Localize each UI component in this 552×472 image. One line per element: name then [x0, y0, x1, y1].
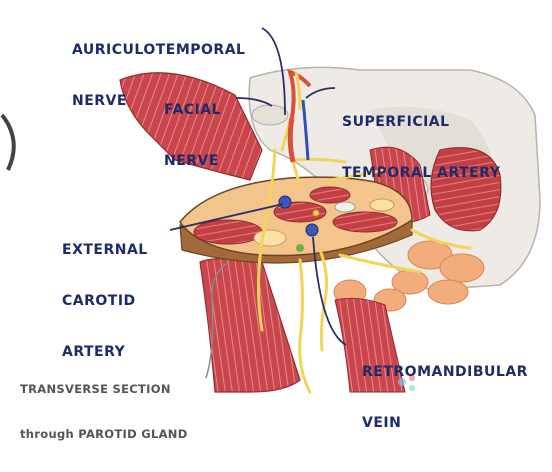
section-nerve-dot [313, 210, 319, 216]
label-transverse-section: TRANSVERSE SECTION through PAROTID GLAND [20, 352, 188, 472]
label-line: NERVE [164, 153, 221, 170]
label-line: VEIN [362, 415, 528, 432]
label-line: TEMPORAL ARTERY [342, 165, 500, 182]
label-line: FACIAL [164, 102, 221, 119]
label-line: CAROTID [62, 293, 148, 310]
label-line: TRANSVERSE SECTION [20, 382, 188, 397]
label-line: through PAROTID GLAND [20, 427, 188, 442]
edge-arc [2, 115, 14, 170]
section-artery-dot [279, 196, 291, 208]
label-retromandibular-vein: RETROMANDIBULAR VEIN [362, 330, 528, 466]
diagram-stage: AURICULOTEMPORAL NERVE FACIAL NERVE SUPE… [0, 0, 552, 394]
artery-trunk [290, 118, 293, 162]
section-green-dot [296, 244, 304, 252]
label-line: EXTERNAL [62, 242, 148, 259]
section-muscle-left [194, 220, 262, 244]
ear-canal [252, 105, 288, 125]
label-line: AURICULOTEMPORAL [72, 42, 245, 59]
label-facial-nerve: FACIAL NERVE [164, 68, 221, 204]
section-gland-cream [254, 230, 286, 246]
label-superficial-temporal-artery: SUPERFICIAL TEMPORAL ARTERY [342, 80, 500, 216]
section-vein-dot [306, 224, 318, 236]
label-line: SUPERFICIAL [342, 114, 500, 131]
label-line: RETROMANDIBULAR [362, 364, 528, 381]
